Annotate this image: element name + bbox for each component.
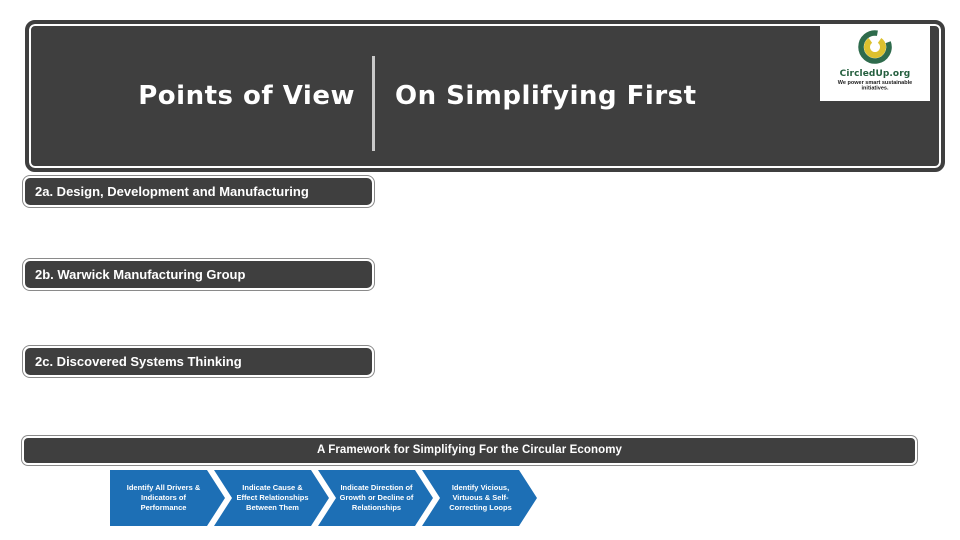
framework-step-label: Identify All Drivers & Indicators of Per… (126, 483, 201, 512)
section-bar-2b: 2b. Warwick Manufacturing Group (25, 261, 372, 288)
framework-step-chevron-1: Identify All Drivers & Indicators of Per… (110, 470, 225, 526)
logo-tagline: We power smart sustainable initiatives. (837, 80, 913, 92)
section-bar-2c: 2c. Discovered Systems Thinking (25, 348, 372, 375)
slide-header: Points of View On Simplifying First Circ… (25, 20, 945, 172)
framework-step-label: Indicate Cause & Effect Relationships Be… (236, 483, 309, 512)
slide-title: On Simplifying First (395, 81, 697, 111)
framework-title-bar: A Framework for Simplifying For the Circ… (24, 438, 915, 463)
title-divider (372, 56, 375, 151)
section-bar-2a: 2a. Design, Development and Manufacturin… (25, 178, 372, 205)
circledup-logo-card: CircledUp.org We power smart sustainable… (820, 25, 930, 101)
framework-step-chevron-2: Indicate Cause & Effect Relationships Be… (214, 470, 329, 526)
framework-step-chevron-4: Identify Vicious, Virtuous & Self-Correc… (422, 470, 537, 526)
circled-up-ring-icon (855, 30, 895, 71)
logo-wordmark: CircledUp.org (839, 69, 911, 79)
framework-step-chevron-3: Indicate Direction of Growth or Decline … (318, 470, 433, 526)
slide-pretitle: Points of View (138, 81, 355, 111)
framework-step-label: Identify Vicious, Virtuous & Self-Correc… (449, 483, 512, 512)
framework-step-label: Indicate Direction of Growth or Decline … (339, 483, 414, 512)
